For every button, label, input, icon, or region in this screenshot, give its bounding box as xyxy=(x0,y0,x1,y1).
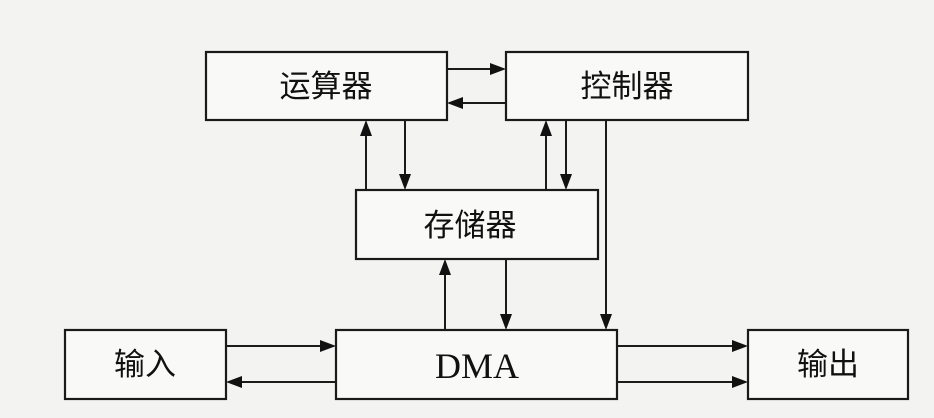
node-alu-box xyxy=(204,50,449,122)
edge-dma-to-output xyxy=(617,376,748,388)
arrowhead-icon xyxy=(732,376,748,388)
node-output: 输出 xyxy=(746,328,910,401)
node-alu: 运算器 xyxy=(204,50,449,122)
node-controller-box xyxy=(504,50,750,122)
node-input-box xyxy=(63,328,228,401)
arrowhead-icon xyxy=(226,376,242,388)
node-output-label: 输出 xyxy=(797,347,859,383)
arrowhead-icon xyxy=(540,120,552,136)
node-controller-label: 控制器 xyxy=(581,69,674,105)
arrowhead-icon xyxy=(600,314,612,330)
arrowhead-icon xyxy=(439,259,451,275)
node-input: 输入 xyxy=(63,328,228,401)
edge-dma-to-output xyxy=(617,340,748,352)
edge-memory-to-dma xyxy=(500,259,512,330)
node-dma: DMA xyxy=(334,328,619,401)
arrowhead-icon xyxy=(320,340,336,352)
node-dma-box xyxy=(334,328,619,401)
edge-dma-to-input xyxy=(226,376,336,388)
edge-memory-to-controller xyxy=(540,120,552,190)
edge-alu-to-controller xyxy=(447,63,506,75)
node-output-box xyxy=(746,328,910,401)
edge-alu-to-memory xyxy=(399,120,411,190)
node-memory-label: 存储器 xyxy=(424,208,517,244)
edge-controller-to-memory xyxy=(560,120,572,190)
edge-input-to-dma xyxy=(226,340,336,352)
node-memory: 存储器 xyxy=(354,188,600,261)
arrowhead-icon xyxy=(560,174,572,190)
arrowhead-icon xyxy=(490,63,506,75)
edge-controller-to-alu xyxy=(447,97,506,109)
arrowhead-icon xyxy=(447,97,463,109)
edge-memory-to-alu xyxy=(360,120,372,190)
node-input-label: 输入 xyxy=(114,347,176,383)
arrowhead-icon xyxy=(500,314,512,330)
node-memory-box xyxy=(354,188,600,261)
edge-dma-to-memory xyxy=(439,259,451,330)
node-controller: 控制器 xyxy=(504,50,750,122)
arrowhead-icon xyxy=(360,120,372,136)
arrowhead-icon xyxy=(399,174,411,190)
arrowhead-icon xyxy=(732,340,748,352)
edge-controller-to-dma xyxy=(600,120,612,330)
node-alu-label: 运算器 xyxy=(280,69,373,105)
node-dma-label: DMA xyxy=(435,346,519,386)
